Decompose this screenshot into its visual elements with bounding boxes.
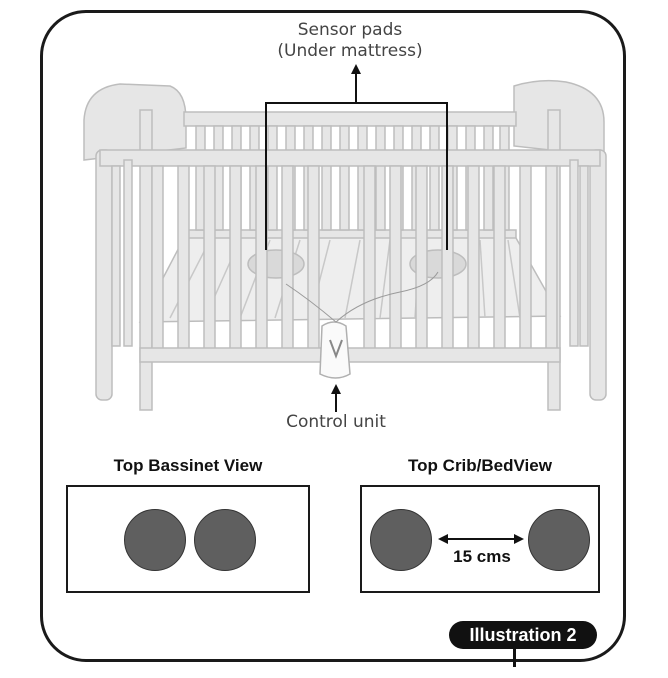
illustration-badge-tail [513, 649, 516, 667]
crib-view-box: 15 cms [360, 485, 600, 593]
sensor-pads-label: Sensor pads [297, 20, 403, 40]
distance-arrow [438, 534, 524, 544]
bassinet-view-title: Top Bassinet View [113, 456, 263, 475]
front-bottom-rail [139, 347, 561, 363]
crib-illustration [83, 64, 607, 412]
sensor-callout-arrowhead [351, 64, 361, 74]
control-unit-callout [331, 384, 341, 412]
left-front-post [95, 149, 113, 401]
crib-pad-left [370, 509, 432, 571]
under-mattress-label: (Under mattress) [277, 41, 423, 61]
left-headboard [83, 83, 187, 161]
back-slats [195, 125, 510, 231]
crib-pad-right [528, 509, 590, 571]
illustration-frame [40, 10, 626, 662]
right-front-post [589, 149, 607, 401]
sensor-callout-lines [265, 70, 448, 250]
back-top-rail [183, 111, 517, 127]
crib-view-title: Top Crib/BedView [408, 456, 552, 475]
front-top-rail [99, 149, 601, 167]
side-slats [111, 159, 589, 347]
distance-label: 15 cms [453, 547, 511, 566]
bassinet-pad-right [194, 509, 256, 571]
bassinet-pad-left [124, 509, 186, 571]
control-unit-label: Control unit [286, 412, 386, 432]
illustration-badge: Illustration 2 [449, 621, 597, 649]
control-unit [319, 321, 351, 379]
cable [335, 271, 439, 323]
bassinet-view-box [66, 485, 310, 593]
